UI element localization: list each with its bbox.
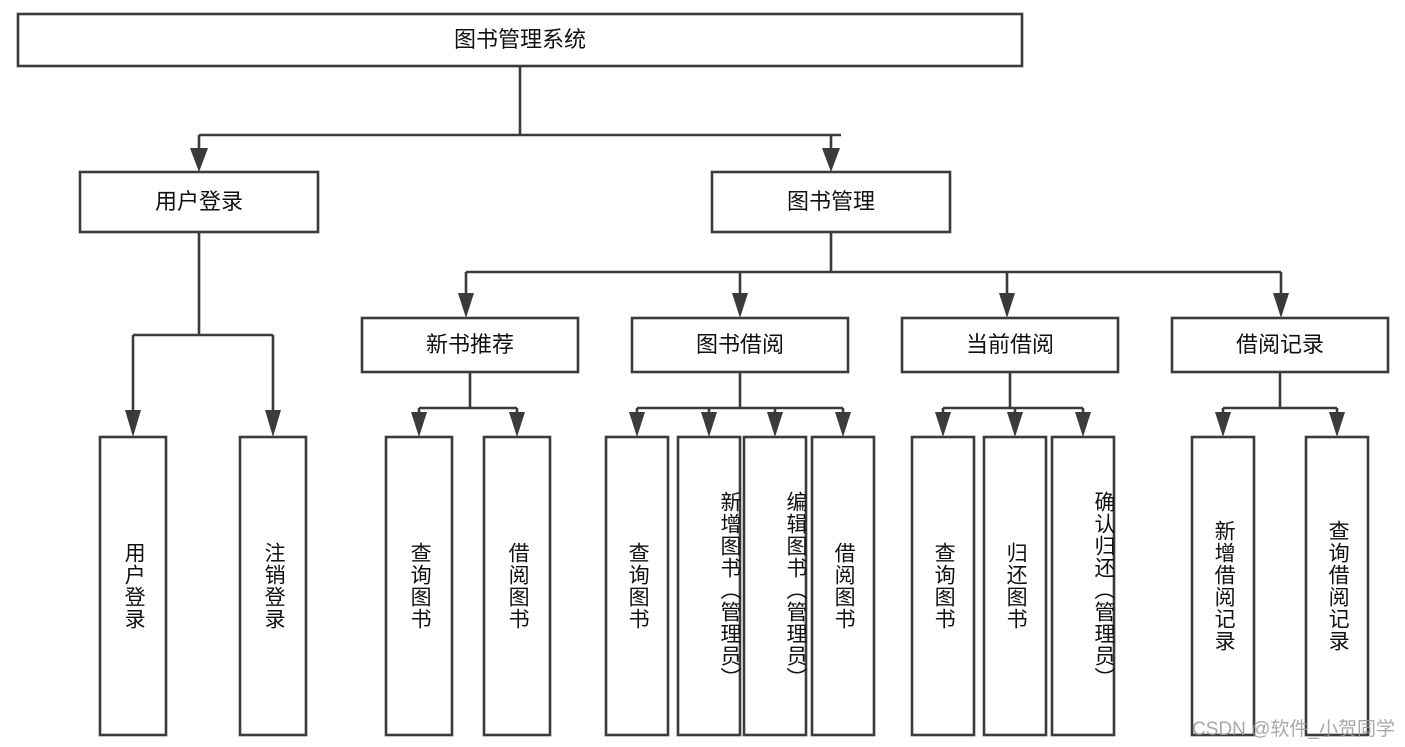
arrowhead-leaf-query-book-1	[411, 412, 427, 437]
leaf-box-return-book[interactable]	[982, 435, 1048, 737]
connector-new-book-recommend-to-leaves	[411, 372, 525, 437]
root-box[interactable]	[16, 12, 1024, 68]
arrowhead-leaf-add-record	[1215, 412, 1231, 437]
arrowhead-leaf-query-record	[1329, 412, 1345, 437]
node-root[interactable]: 图书管理系统	[16, 12, 1024, 68]
connector-book-borrow-to-leaves	[629, 372, 851, 437]
leaf-box-query-book-3[interactable]	[910, 435, 976, 737]
arrowhead-leaf-borrow-book-1	[509, 412, 525, 437]
connector-book-manage-to-level3	[458, 232, 1289, 318]
arrowhead-new-book-recommend	[458, 293, 474, 318]
arrowhead-leaf-logout	[265, 410, 281, 437]
arrowhead-leaf-add-book	[701, 412, 717, 437]
connector-current-borrow-to-leaves	[935, 372, 1091, 437]
node-borrow-record[interactable]: 借阅记录	[1170, 316, 1390, 374]
book-manage-box[interactable]	[710, 170, 952, 234]
current-borrow-label: 当前借阅	[966, 332, 1054, 357]
book-borrow-box[interactable]	[630, 316, 850, 374]
node-book-borrow[interactable]: 图书借阅	[630, 316, 850, 374]
user-login-label: 用户登录	[155, 189, 243, 214]
arrowhead-borrow-record	[1273, 293, 1289, 318]
arrowhead-current-borrow	[999, 293, 1015, 318]
node-current-borrow[interactable]: 当前借阅	[900, 316, 1120, 374]
watermark-text: CSDN @软件_小贺同学	[1192, 719, 1395, 740]
leaf-box-query-book-1[interactable]	[384, 435, 454, 737]
leaf-box-edit-book[interactable]	[742, 435, 808, 737]
book-manage-label: 图书管理	[787, 189, 875, 214]
leaf-box-add-record[interactable]	[1190, 435, 1256, 737]
current-borrow-box[interactable]	[900, 316, 1120, 374]
leaf-box-confirm-return[interactable]	[1050, 435, 1116, 737]
leaf-box-borrow-book-2[interactable]	[810, 435, 876, 737]
new-book-recommend-label: 新书推荐	[426, 332, 514, 357]
borrow-record-box[interactable]	[1170, 316, 1390, 374]
connector-root-to-level2	[190, 66, 841, 172]
arrowhead-leaf-edit-book	[767, 412, 783, 437]
leaf-box-query-record[interactable]	[1304, 435, 1370, 737]
new-book-recommend-box[interactable]	[360, 316, 580, 374]
arrowhead-user-login	[190, 148, 208, 172]
node-new-book-recommend[interactable]: 新书推荐	[360, 316, 580, 374]
leaf-box-add-book[interactable]	[676, 435, 742, 737]
arrowhead-leaf-user-login	[125, 410, 141, 437]
arrowhead-book-manage	[822, 148, 840, 172]
arrowhead-leaf-query-book-2	[629, 412, 645, 437]
borrow-record-label: 借阅记录	[1236, 332, 1324, 357]
leaf-box-user-login[interactable]	[98, 435, 168, 737]
connector-user-login-to-leaves	[125, 232, 281, 437]
root-label: 图书管理系统	[454, 27, 586, 52]
arrowhead-leaf-query-book-3	[935, 412, 951, 437]
arrowhead-book-borrow	[732, 293, 748, 318]
connector-borrow-record-to-leaves	[1215, 372, 1345, 437]
book-borrow-label: 图书借阅	[696, 332, 784, 357]
node-user-login[interactable]: 用户登录	[78, 170, 320, 234]
arrowhead-leaf-return-book	[1007, 412, 1023, 437]
arrowhead-leaf-borrow-book-2	[835, 412, 851, 437]
leaf-box-borrow-book-1[interactable]	[482, 435, 552, 737]
leaf-box-query-book-2[interactable]	[604, 435, 670, 737]
leaf-box-logout[interactable]	[238, 435, 308, 737]
arrowhead-leaf-confirm-return	[1075, 412, 1091, 437]
node-book-manage[interactable]: 图书管理	[710, 170, 952, 234]
